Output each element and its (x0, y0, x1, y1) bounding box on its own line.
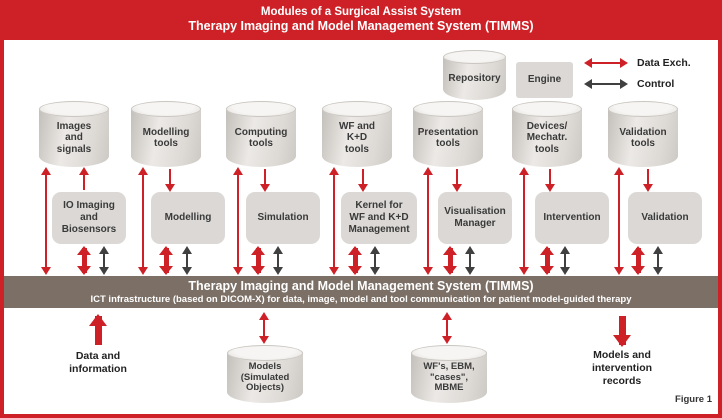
data-arrow-long (233, 167, 243, 275)
data-exchange-arrow (347, 246, 363, 275)
processor-box-modelling: Modelling (151, 192, 225, 244)
store-cylinder-wf-kd-tools: WF and K+D tools (322, 101, 392, 167)
processor-box-visualisation: Visualisation Manager (438, 192, 512, 244)
cylinder-body (226, 109, 296, 167)
store-link-arrow-down (358, 167, 368, 192)
control-arrow (99, 246, 109, 275)
processor-box-kernel: Kernel for WF and K+D Management (341, 192, 417, 244)
store-cylinder-presentation-tools: Presentation tools (413, 101, 483, 167)
arrow-shaft (587, 62, 625, 64)
models-store-arrow (259, 312, 269, 344)
store-label: Computing tools (234, 126, 288, 150)
data-information-up-arrow (88, 314, 108, 347)
store-label: WF and K+D tools (338, 120, 376, 155)
cylinder-cap (411, 345, 487, 361)
repository-cylinder: Repository (443, 50, 506, 100)
engine-box: Engine (516, 62, 573, 98)
repository-label: Repository (448, 73, 501, 85)
models-store-cylinder: Models (Simulated Objects) (227, 345, 303, 403)
wf-store-label: WF's, EBM, "cases", MBME (423, 360, 475, 394)
cylinder-cap (443, 50, 506, 64)
cylinder-body (322, 109, 392, 167)
store-cylinder-devices-mechatr: Devices/ Mechatr. tools (512, 101, 582, 167)
data-exchange-arrow (158, 246, 174, 275)
data-arrow-long (138, 167, 148, 275)
store-cylinder-computing-tools: Computing tools (226, 101, 296, 167)
cylinder-body (411, 353, 487, 403)
legend-control-label: Control (637, 78, 675, 90)
data-exchange-arrow (630, 246, 646, 275)
store-link-arrow-down (260, 167, 270, 192)
figure-caption: Figure 1 (675, 394, 712, 405)
control-arrow (273, 246, 283, 275)
cylinder-body (443, 58, 506, 100)
processor-box-io-imaging: IO Imaging and Biosensors (52, 192, 126, 244)
data-arrow-long (329, 167, 339, 275)
arrowhead-right (620, 58, 628, 68)
data-arrow-long (614, 167, 624, 275)
data-exchange-arrow-icon (584, 58, 628, 68)
cylinder-cap (512, 101, 582, 117)
store-link-arrow-up (79, 167, 89, 192)
store-label: Validation tools (619, 126, 667, 150)
cylinder-cap (608, 101, 678, 117)
store-link-arrow-down (545, 167, 555, 192)
cylinder-cap (322, 101, 392, 117)
timms-infrastructure-bar: Therapy Imaging and Model Management Sys… (4, 276, 718, 308)
control-arrow (465, 246, 475, 275)
data-arrow-long (519, 167, 529, 275)
control-arrow (182, 246, 192, 275)
legend-data-exchange-label: Data Exch. (637, 57, 691, 69)
wf-store-cylinder: WF's, EBM, "cases", MBME (411, 345, 487, 403)
control-arrow-icon (584, 79, 628, 89)
cylinder-body (39, 109, 109, 167)
models-records-down-arrow (612, 314, 632, 347)
cylinder-body (413, 109, 483, 167)
cylinder-cap (227, 345, 303, 361)
data-exchange-arrow (250, 246, 266, 275)
processor-box-simulation: Simulation (246, 192, 320, 244)
data-exchange-arrow (442, 246, 458, 275)
cylinder-cap (413, 101, 483, 117)
cylinder-cap (131, 101, 201, 117)
data-exchange-arrow (539, 246, 555, 275)
control-arrow (653, 246, 663, 275)
diagram-header: Modules of a Surgical Assist System Ther… (0, 0, 722, 40)
store-label: Images and signals (56, 120, 92, 155)
data-arrow-long (41, 167, 51, 275)
wf-store-arrow (442, 312, 452, 344)
cylinder-body (608, 109, 678, 167)
store-cylinder-modelling-tools: Modelling tools (131, 101, 201, 167)
cylinder-body (512, 109, 582, 167)
control-arrow (560, 246, 570, 275)
data-information-label: Data and information (69, 350, 127, 376)
header-title-line1: Modules of a Surgical Assist System (260, 6, 462, 18)
store-link-arrow-down (452, 167, 462, 192)
header-title-line2: Therapy Imaging and Model Management Sys… (188, 19, 534, 33)
store-label: Modelling tools (142, 126, 190, 150)
cylinder-cap (226, 101, 296, 117)
control-arrow (370, 246, 380, 275)
arrowhead-right (620, 79, 628, 89)
cylinder-cap (39, 101, 109, 117)
models-records-label: Models and intervention records (591, 349, 653, 388)
arrow-shaft (587, 83, 625, 85)
store-cylinder-images-signals: Images and signals (39, 101, 109, 167)
store-link-arrow-down (643, 167, 653, 192)
timms-bar-subtitle: ICT infrastructure (based on DICOM-X) fo… (90, 294, 632, 305)
processor-box-intervention: Intervention (535, 192, 609, 244)
store-label: Devices/ Mechatr. tools (526, 120, 568, 155)
cylinder-body (227, 353, 303, 403)
store-link-arrow-down (165, 167, 175, 192)
data-arrow-long (423, 167, 433, 275)
store-label: Presentation tools (417, 126, 479, 150)
cylinder-body (131, 109, 201, 167)
timms-bar-title: Therapy Imaging and Model Management Sys… (188, 279, 534, 293)
processor-box-validation: Validation (628, 192, 702, 244)
store-cylinder-validation-tools: Validation tools (608, 101, 678, 167)
models-store-label: Models (Simulated Objects) (240, 360, 290, 394)
data-exchange-arrow (76, 246, 92, 275)
